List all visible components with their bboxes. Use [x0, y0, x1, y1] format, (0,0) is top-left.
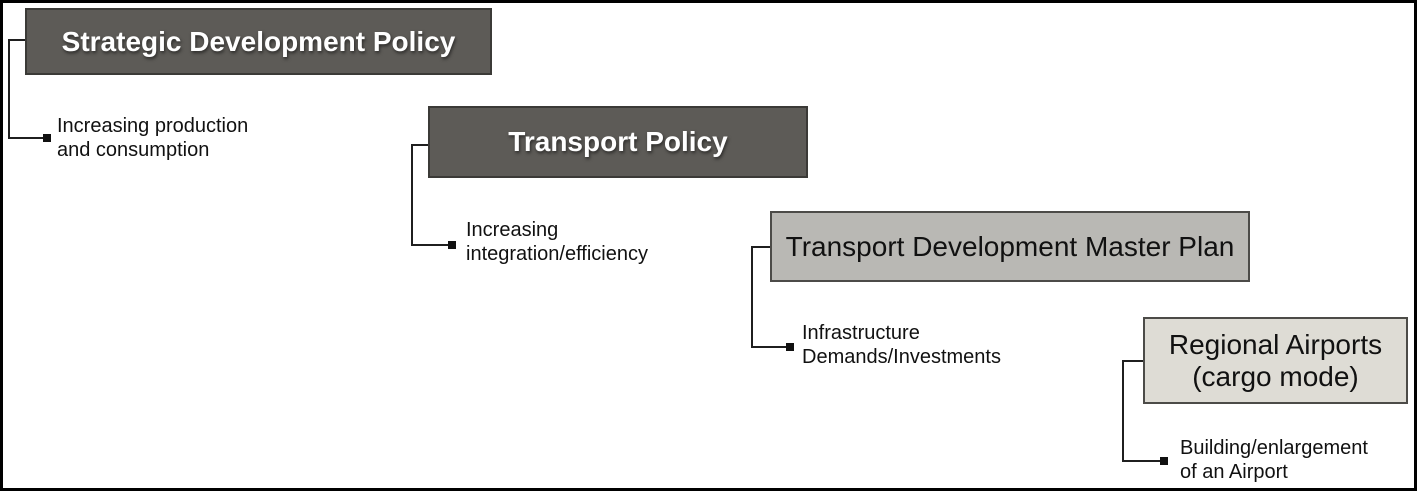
connector-elbow-line-3 [751, 246, 787, 348]
bullet-square-icon [43, 134, 51, 142]
connector-elbow-line-4 [1122, 360, 1161, 462]
connector-elbow-line-1 [8, 39, 44, 139]
node-sub-label: Increasing production and consumption [57, 114, 248, 162]
sub-label-line: Demands/Investments [802, 346, 1001, 368]
sub-label-line: Building/enlargement [1180, 437, 1368, 459]
node-title-line: Strategic Development Policy [61, 25, 456, 57]
node-title-line: Regional Airports [1168, 328, 1383, 360]
node-title-line: (cargo mode) [1192, 360, 1359, 392]
bullet-square-icon [1160, 457, 1168, 465]
node-transport-development-master-plan: Transport Development Master Plan [770, 211, 1250, 282]
sub-label-line: Increasing production [57, 115, 249, 137]
connector-elbow-line-2 [411, 144, 449, 246]
sub-label-line: Increasing [466, 219, 559, 241]
sub-label-line: integration/efficiency [466, 243, 648, 265]
node-title-line: Transport Development Master Plan [785, 230, 1235, 262]
node-sub-label: Increasing integration/efficiency [466, 218, 648, 266]
node-sub-label: Building/enlargement of an Airport [1180, 436, 1368, 484]
sub-label-line: Infrastructure [802, 322, 920, 344]
node-title-line: Transport Policy [508, 126, 728, 157]
sub-label-line: and consumption [57, 139, 210, 161]
bullet-square-icon [786, 343, 794, 351]
node-regional-airports-cargo-mode: Regional Airports (cargo mode) [1143, 317, 1408, 404]
sub-label-line: of an Airport [1180, 461, 1288, 483]
bullet-square-icon [448, 241, 456, 249]
node-transport-policy: Transport Policy [428, 106, 808, 178]
node-sub-label: Infrastructure Demands/Investments [802, 321, 1001, 369]
node-strategic-development-policy: Strategic Development Policy [25, 8, 492, 75]
